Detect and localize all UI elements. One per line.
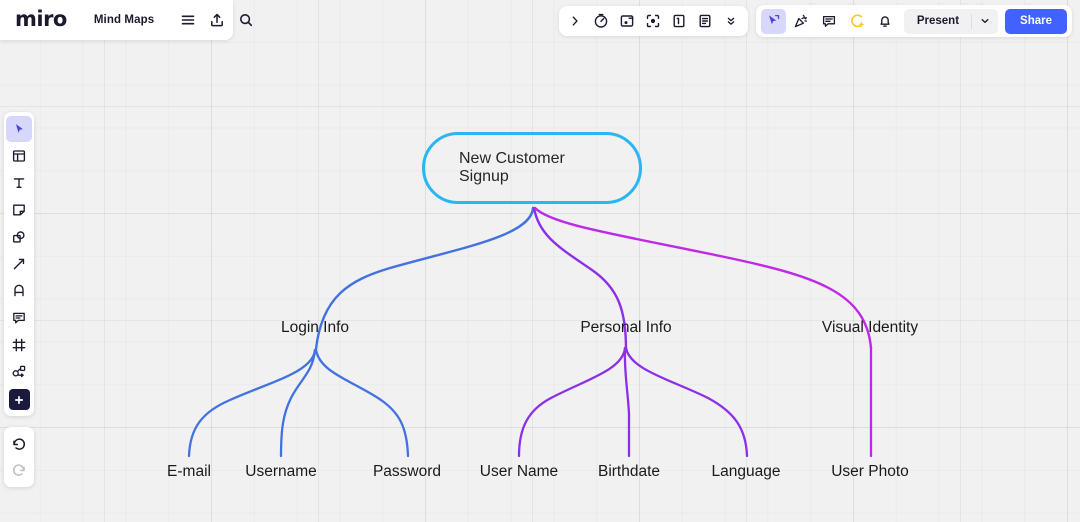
miro-logo[interactable]: miro xyxy=(15,6,67,31)
undo-button[interactable] xyxy=(6,431,32,457)
upload-icon[interactable] xyxy=(203,7,230,34)
connector-root-login-info xyxy=(314,206,535,351)
divider xyxy=(971,13,973,29)
tool-integrations[interactable] xyxy=(6,359,32,385)
mindmap-root-node[interactable]: New Customer Signup xyxy=(422,132,642,204)
notes-icon[interactable] xyxy=(693,9,718,34)
tool-templates[interactable] xyxy=(6,143,32,169)
tool-select[interactable] xyxy=(6,116,32,142)
ai-spark-icon[interactable] xyxy=(845,9,870,34)
tool-frame[interactable] xyxy=(6,332,32,358)
tool-sticky-note[interactable] xyxy=(6,197,32,223)
board-name[interactable]: Mind Maps xyxy=(93,14,155,26)
top-left-bar: miro Mind Maps xyxy=(0,0,252,40)
connector-login-username xyxy=(279,348,317,458)
mindmap-root-label: New Customer Signup xyxy=(459,150,565,185)
present-button[interactable]: Present xyxy=(903,8,999,34)
mindmap-node-user-name[interactable]: User Name xyxy=(479,463,559,480)
connector-login-password xyxy=(314,348,410,458)
mindmap-node-birthdate[interactable]: Birthdate xyxy=(597,463,661,480)
party-popper-icon[interactable] xyxy=(789,9,814,34)
mindmap-node-visual-identity[interactable]: Visual Identity xyxy=(821,319,919,336)
cursor-select-icon[interactable] xyxy=(760,8,786,34)
connector-personal-language xyxy=(624,346,749,458)
connector-personal-birthdate xyxy=(623,346,631,458)
search-icon[interactable] xyxy=(232,7,259,34)
tool-text[interactable] xyxy=(6,170,32,196)
mindmap-node-user-photo[interactable]: User Photo xyxy=(831,463,909,480)
chevron-down-icon[interactable] xyxy=(972,16,998,26)
tool-rail xyxy=(4,112,34,416)
collaboration-group: Present Share xyxy=(755,5,1072,37)
present-label: Present xyxy=(916,15,960,27)
connector-root-visual-identity xyxy=(533,206,873,350)
tool-shapes[interactable] xyxy=(6,224,32,250)
mindmap-node-personal-info[interactable]: Personal Info xyxy=(580,319,672,336)
mindmap-node-password[interactable]: Password xyxy=(372,463,442,480)
timer-icon[interactable] xyxy=(589,9,614,34)
connector-login-email xyxy=(187,348,317,458)
tool-comment[interactable] xyxy=(6,305,32,331)
screenshot-icon[interactable] xyxy=(615,9,640,34)
mindmap-node-login-info[interactable]: Login Info xyxy=(280,319,350,336)
more-chevrons-icon[interactable] xyxy=(719,9,744,34)
mindmap-node-username[interactable]: Username xyxy=(245,463,317,480)
mindmap-node-language[interactable]: Language xyxy=(711,463,781,480)
tool-arrow[interactable] xyxy=(6,251,32,277)
connector-personal-username xyxy=(517,346,627,458)
board-utilities-group xyxy=(558,6,748,36)
connector-root-personal-info xyxy=(532,206,628,351)
expand-chevron-icon[interactable] xyxy=(563,9,588,34)
redo-button[interactable] xyxy=(6,457,32,483)
mindmap-node-email[interactable]: E-mail xyxy=(167,463,211,480)
history-rail xyxy=(4,427,34,487)
share-button[interactable]: Share xyxy=(1005,8,1067,34)
focus-icon[interactable] xyxy=(641,9,666,34)
cards-icon[interactable] xyxy=(667,9,692,34)
top-right-toolbars: Present Share xyxy=(558,5,1072,37)
menu-icon[interactable] xyxy=(174,7,201,34)
tool-more-plus[interactable] xyxy=(8,389,30,410)
comment-icon[interactable] xyxy=(817,9,842,34)
tool-pen[interactable] xyxy=(6,278,32,304)
notifications-bell-icon[interactable] xyxy=(873,9,898,34)
